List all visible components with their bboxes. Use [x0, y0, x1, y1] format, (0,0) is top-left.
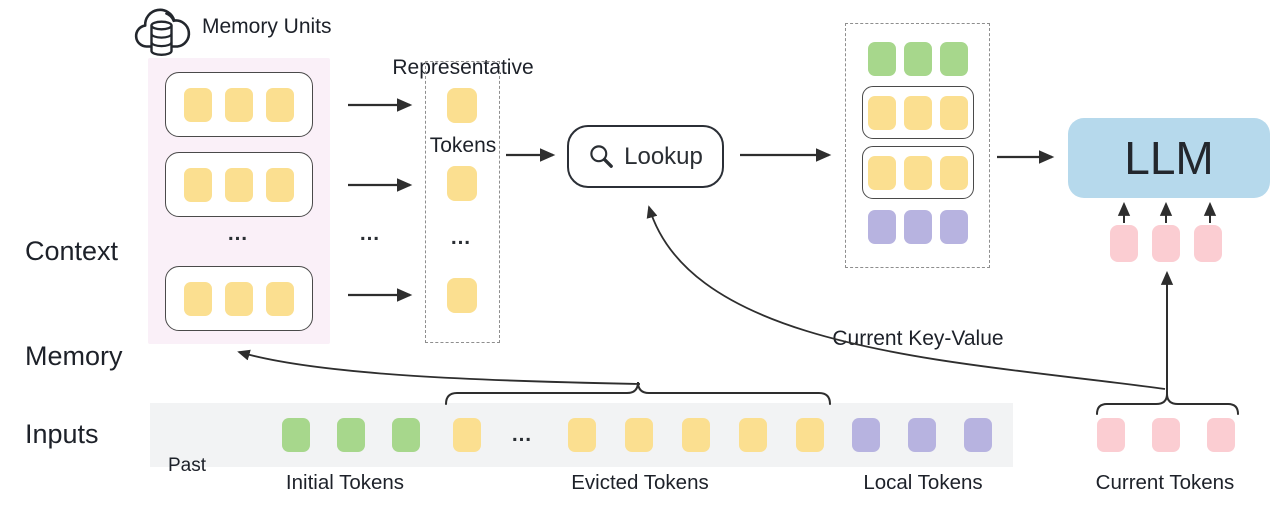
pink-token	[1110, 225, 1138, 262]
yellow-token	[447, 166, 477, 201]
representative-token-mid	[447, 166, 477, 201]
memory-units-label: Memory Units	[202, 15, 332, 38]
pink-token	[1152, 418, 1180, 452]
magnifier-icon	[590, 145, 613, 168]
cache-local-tokens	[868, 210, 968, 244]
memory-unit-row-1	[165, 72, 313, 137]
yellow-token	[225, 87, 253, 122]
green-token	[337, 418, 365, 452]
yellow-token	[904, 155, 932, 190]
yellow-token	[447, 278, 477, 313]
llm-input-tokens	[1110, 225, 1222, 262]
evicted-tokens-caption: Evicted Tokens	[571, 471, 709, 494]
representative-tokens-box	[425, 61, 500, 343]
memory-ellipsis: …	[227, 222, 251, 245]
cache-memory-unit-2	[862, 146, 974, 199]
pink-token	[1207, 418, 1235, 452]
yellow-token	[568, 418, 596, 452]
pink-token	[1097, 418, 1125, 452]
memory-unit-row-2	[165, 152, 313, 217]
yellow-token	[225, 281, 253, 316]
representative-ellipsis: …	[450, 226, 474, 249]
yellow-token	[868, 95, 896, 130]
yellow-token	[184, 167, 212, 202]
evicted-token-first	[453, 418, 481, 452]
local-tokens-caption: Local Tokens	[863, 471, 983, 494]
purple-token	[964, 418, 992, 452]
evicted-tokens	[568, 418, 824, 452]
yellow-token	[868, 155, 896, 190]
yellow-token	[266, 167, 294, 202]
llm-box: LLM	[1068, 118, 1270, 198]
purple-token	[940, 210, 968, 244]
context-label-line2: Memory	[25, 341, 123, 371]
green-token	[904, 42, 932, 76]
yellow-token	[940, 155, 968, 190]
local-tokens	[852, 418, 992, 452]
yellow-token	[739, 418, 767, 452]
initial-tokens	[282, 418, 420, 452]
yellow-token	[447, 88, 477, 123]
cloud-database-icon	[134, 8, 191, 56]
representative-token-top	[447, 88, 477, 123]
yellow-token	[266, 87, 294, 122]
current-tokens-caption: Current Tokens	[1095, 471, 1235, 494]
yellow-token	[625, 418, 653, 452]
green-token	[392, 418, 420, 452]
evicted-tokens-brace	[445, 381, 831, 405]
purple-token	[868, 210, 896, 244]
inputs-label: Inputs	[25, 419, 99, 449]
yellow-token	[184, 281, 212, 316]
pink-token	[1194, 225, 1222, 262]
evicted-ellipsis: …	[511, 423, 535, 446]
llm-label: LLM	[1124, 132, 1214, 184]
past-label-line1: Past	[168, 455, 207, 476]
arrow-evicted-to-memory	[237, 349, 641, 385]
lookup-button: Lookup	[567, 125, 724, 188]
pink-token	[1152, 225, 1180, 262]
purple-token	[904, 210, 932, 244]
yellow-token	[225, 167, 253, 202]
representative-token-bottom	[447, 278, 477, 313]
current-tokens	[1097, 418, 1235, 452]
context-label-line1: Context	[25, 236, 119, 266]
context-memory-label: Context Memory	[25, 164, 123, 444]
representative-label-line2: Tokens	[429, 134, 497, 157]
purple-token	[852, 418, 880, 452]
yellow-token	[796, 418, 824, 452]
green-token	[868, 42, 896, 76]
lookup-label: Lookup	[624, 142, 703, 170]
between-ellipsis: …	[359, 222, 383, 245]
initial-tokens-caption: Initial Tokens	[285, 471, 405, 494]
yellow-token	[266, 281, 294, 316]
current-tokens-brace	[1096, 393, 1239, 415]
cache-memory-unit-1	[862, 86, 974, 139]
green-token	[940, 42, 968, 76]
cache-initial-tokens	[868, 42, 968, 76]
memory-unit-row-3	[165, 266, 313, 331]
green-token	[282, 418, 310, 452]
purple-token	[908, 418, 936, 452]
yellow-token	[184, 87, 212, 122]
yellow-token	[940, 95, 968, 130]
yellow-token	[682, 418, 710, 452]
past-kv-label: Past Key-Value	[168, 411, 254, 509]
cache-label-line1: Current Key-Value	[832, 327, 1004, 350]
yellow-token	[453, 418, 481, 452]
yellow-token	[904, 95, 932, 130]
